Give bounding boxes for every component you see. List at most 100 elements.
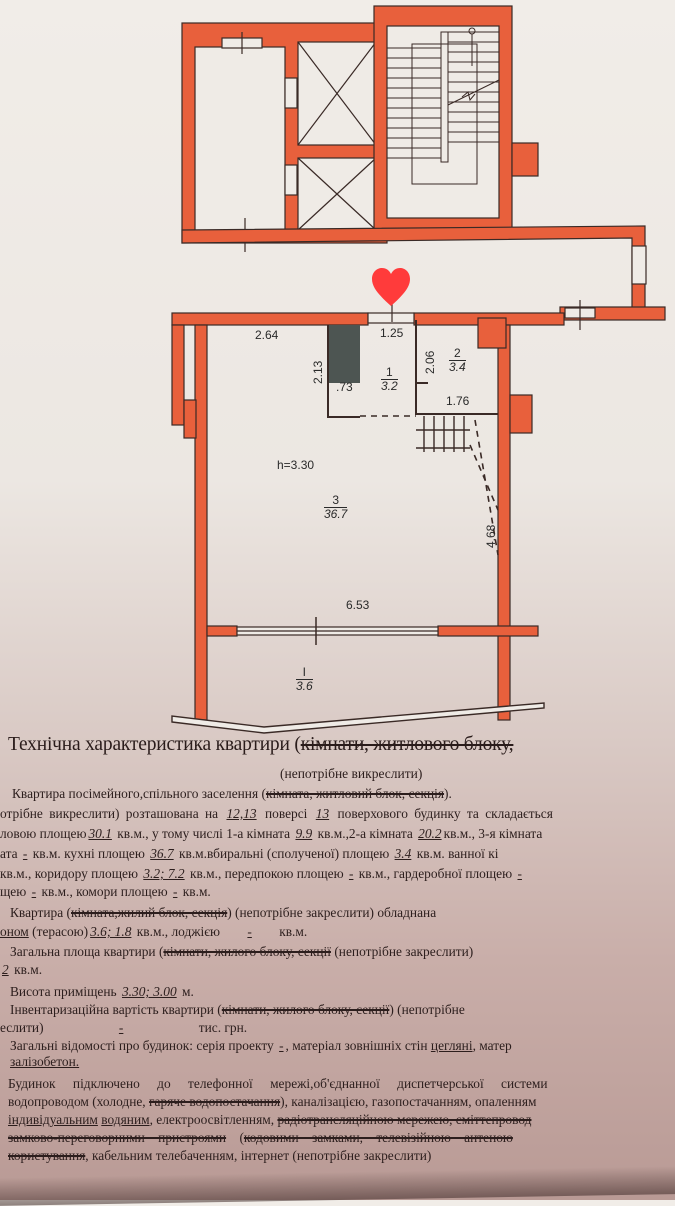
text: кв.м., гардеробної площею: [358, 866, 513, 881]
text: кв.м., коридору площею: [0, 866, 138, 881]
text-line-20: користування, кабельним телебаченням, ін…: [8, 1148, 431, 1164]
closet-fill: [328, 325, 360, 383]
text-line-14: Загальні відомості про будинок: серія пр…: [10, 1038, 512, 1054]
document-subtitle: (непотрібне викреслити): [280, 766, 423, 781]
text-line-16: Будинок підключено до телефонної мережі,…: [8, 1076, 548, 1092]
dim-top-middle: 1.25: [380, 326, 404, 340]
hall-area-value: -: [348, 866, 354, 881]
text: кв.м., у тому числі 1-а кімната: [117, 826, 291, 841]
dim-closet-width: .73: [336, 380, 353, 394]
struck-text: користування: [8, 1148, 86, 1163]
floor-material-value: залізобетон.: [10, 1054, 80, 1069]
text: кв.м.: [14, 962, 43, 977]
text-line-17: водопроводом (холодне, гаряче водопостач…: [8, 1094, 536, 1110]
text: Висота приміщень: [10, 984, 117, 999]
text: Квартира посімейного,спільного заселення…: [12, 786, 266, 801]
building-core: [181, 22, 388, 252]
text-line-6: щею - кв.м., комори площею - кв.м.: [0, 884, 211, 900]
corridor-area-value: 3.2; 7.2: [143, 866, 185, 881]
heating-type-value: водяним: [101, 1112, 150, 1127]
text-line-11: Висота приміщень 3.30; 3.00 м.: [10, 984, 194, 1000]
living-area-value: 30.1: [88, 826, 112, 841]
text: поверсі: [264, 806, 308, 821]
text-line-15: залізобетон.: [10, 1054, 79, 1070]
room-number: 3: [324, 494, 348, 508]
text: ).: [444, 786, 452, 801]
room1-area-value: 9.9: [295, 826, 313, 841]
text-line-1: Квартира посімейного,спільного заселення…: [12, 786, 452, 802]
room-number: 1: [381, 366, 398, 380]
storage-area-value: -: [172, 884, 178, 899]
text: кв.м. кухні площею: [32, 846, 145, 861]
dim-top-left: 2.64: [255, 328, 279, 342]
room-number: I: [296, 666, 313, 680]
wall-material-value: цегляні: [430, 1038, 473, 1053]
value: -: [31, 884, 37, 899]
text: , матер: [472, 1038, 512, 1053]
dim-right-wall: 4.68: [484, 524, 498, 548]
room-balcony: I 3.6: [296, 666, 313, 693]
text-line-12: Інвентаризаційна вартість квартири (кімн…: [10, 1002, 465, 1018]
text-line-13: еслити) - тис. грн.: [0, 1020, 247, 1036]
text-line-19: замково-переговорними пристроями (кодови…: [8, 1130, 513, 1146]
wardrobe-area-value: -: [517, 866, 522, 881]
text-line-4: ата - кв.м. кухні площею 36.7 кв.м.вбира…: [0, 846, 498, 862]
text: кв.м., 3-я кімната: [443, 826, 543, 841]
struck-text: гаряче водопостачання: [149, 1094, 281, 1109]
room2-area-value: 20.2: [418, 826, 442, 841]
total-floors-value: 13: [315, 806, 330, 821]
bath-partition: [415, 320, 498, 415]
text: , матеріал зовнішніх стін: [285, 1038, 428, 1053]
struck-text: кімната,жилий блок, секція: [71, 905, 228, 920]
heating-type-value: індивідуальним: [8, 1112, 98, 1127]
dim-bath-width: 1.76: [446, 394, 470, 408]
title-text: Технічна характеристика квартири (: [8, 734, 301, 755]
room-area: 3.4: [449, 360, 466, 374]
text: (терасою): [32, 924, 89, 939]
stair-core: [373, 5, 539, 231]
text: поверхового будинку та складається: [337, 806, 553, 821]
text-line-10: 2 кв.м.: [0, 962, 42, 978]
struck-text: замково-переговорними пристроями: [8, 1130, 227, 1145]
dim-bath-height: 2.06: [423, 350, 437, 374]
room-1: 1 3.2: [381, 366, 398, 393]
room-2: 2 3.4: [449, 347, 466, 374]
text: Інвентаризаційна вартість квартири (: [10, 1002, 222, 1017]
text: м.: [182, 984, 194, 999]
floor-plan: [171, 5, 666, 734]
text: кв.м.: [182, 884, 211, 899]
struck-text: кімнати, жилого блоку, секції: [163, 944, 331, 959]
text: еслити): [0, 1020, 44, 1035]
room-number: 2: [449, 347, 466, 361]
text: кв.м.: [279, 924, 308, 939]
heart-icon: [372, 268, 410, 306]
toilet-area-value: 3.4: [394, 846, 412, 861]
ceiling-height: h=3.30: [277, 458, 315, 472]
text-line-7: Квартира (кімната,жилий блок, секція) (н…: [10, 905, 436, 921]
text: , кабельним телебаченням, інтернет (непо…: [85, 1148, 432, 1163]
dim-closet-height: 2.13: [311, 360, 325, 384]
kitchen-area-value: 36.7: [150, 846, 174, 861]
text-line-5: кв.м., коридору площею 3.2; 7.2 кв.м., п…: [0, 866, 524, 882]
text: ) (непотрібне закреслити) обладнана: [227, 905, 437, 920]
text: ) (непотрібне: [389, 1002, 465, 1017]
text: Загальна площа квартири (: [10, 944, 164, 959]
struck-text: кімната, житловий блок, секція: [265, 786, 445, 801]
project-series-value: -: [279, 1038, 284, 1053]
title-struck: кімнати, житлового блоку,: [300, 734, 514, 755]
text: отрібне викреслити) розташована на: [0, 806, 219, 821]
inventory-value: -: [118, 1020, 124, 1035]
struck-text: радіотрансляційною мережею, сміттепровод: [277, 1112, 532, 1127]
text: Загальні відомості про будинок: серія пр…: [10, 1038, 274, 1053]
dim-bottom-width: 6.53: [346, 598, 370, 612]
text: щею: [0, 884, 27, 899]
text: , електроосвітленням,: [149, 1112, 275, 1127]
text-line-18: індивідуальним водяним, електроосвітленн…: [8, 1112, 531, 1128]
room-area: 36.7: [324, 507, 348, 521]
document-title: Технічна характеристика квартири (кімнат…: [8, 734, 514, 756]
text-line-2: отрібне викреслити) розташована на 12,13…: [0, 806, 553, 822]
loggia-area-value: -: [247, 924, 252, 939]
text: тис. грн.: [198, 1020, 248, 1035]
